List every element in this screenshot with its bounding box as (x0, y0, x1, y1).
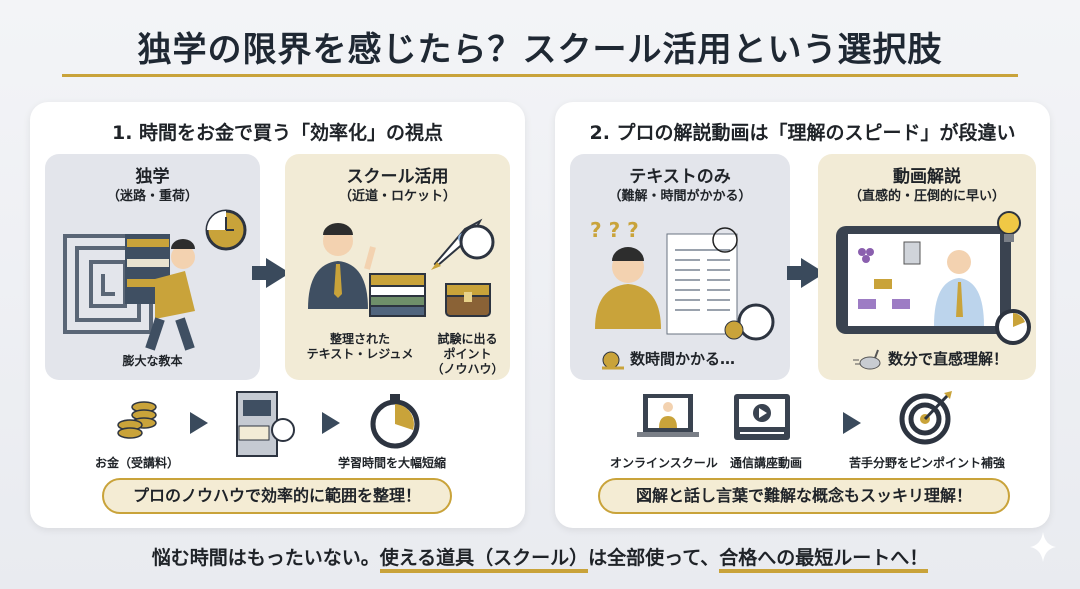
arrow-right-icon (843, 412, 861, 434)
teacher-icon (308, 223, 376, 309)
panel-subtitle: （迷路・重荷） (106, 189, 198, 204)
stopwatch-icon (370, 394, 420, 449)
footer-message: 悩む時間はもったいない。使える道具（スクール）は全部使って、合格への最短ルートへ… (0, 543, 1080, 573)
rabbit-icon (853, 349, 881, 370)
tablet-video-icon (836, 226, 1011, 334)
panel-subtitle: （直感的・圧倒的に早い） (848, 189, 1005, 204)
snail-icon (602, 351, 624, 370)
time-shortened-label: 学習時間を大幅短縮 (338, 456, 447, 470)
target-icon (899, 391, 952, 445)
exam-points-caption: 試験に出る ポイント （ノウハウ） (431, 332, 504, 376)
stopwatch-icon (995, 309, 1031, 345)
coins-icon (117, 401, 157, 439)
text-only-panel: テキストのみ （難解・時間がかかる） ? ? ? 数時間かかる… (570, 154, 790, 380)
huge-textbooks-caption: 膨大な教本 (122, 354, 183, 368)
video-player-icon (734, 394, 790, 440)
school-panel: スクール活用 （近道・ロケット） 整理された テキスト・レジュメ 試験に出る ポ… (285, 154, 510, 380)
panel-title: テキストのみ (629, 167, 731, 187)
arrow-right-icon (190, 412, 208, 434)
arrow-shaft (252, 266, 268, 280)
weak-area-label: 苦手分野をピンポイント補強 (849, 456, 1006, 470)
section-efficiency-card: 1. 時間をお金で買う「効率化」の視点 独学 （迷路・重荷） 膨大な教本 スクー… (30, 102, 525, 528)
panel-title: スクール活用 (346, 167, 449, 187)
title-underline (62, 74, 1018, 77)
section-heading: 1. 時間をお金で買う「効率化」の視点 (111, 122, 444, 144)
svg-text:? ? ?: ? ? ? (590, 218, 639, 242)
document-icon (666, 227, 738, 335)
online-school-label: オンラインスクール (610, 456, 718, 470)
minutes-understanding-caption: 数分で直感理解！ (888, 350, 1009, 368)
section-video-card: 2. プロの解説動画は「理解のスピード」が段違い テキストのみ （難解・時間がか… (555, 102, 1050, 528)
panel-title: 独学 (135, 167, 170, 187)
rocket-icon (431, 218, 495, 270)
clock-icon (205, 209, 247, 251)
snail-clock-icon (724, 303, 775, 341)
arrow-shaft (787, 266, 803, 280)
footer-highlight: 使える道具（スクール） (379, 547, 589, 573)
money-label: お金（受講料） (95, 456, 180, 470)
video-callout: 図解と話し言葉で難解な概念もスッキリ理解！ (598, 478, 1010, 514)
panel-subtitle: （難解・時間がかかる） (608, 189, 752, 204)
page-title: 独学の限界を感じたら？スクール活用という選択肢 (137, 30, 943, 70)
confused-person-icon: ? ? ? (590, 218, 661, 329)
arrow-right-icon (322, 412, 340, 434)
books-stack-icon (369, 273, 426, 317)
laptop-online-icon (637, 394, 699, 437)
lightbulb-icon (997, 211, 1021, 242)
efficiency-callout: プロのノウハウで効率的に範囲を整理！ (102, 478, 452, 514)
takes-hours-caption: 数時間かかる… (630, 350, 736, 368)
video-panel: 動画解説 （直感的・圧倒的に早い） 数分で直感理解！ (818, 154, 1036, 380)
treasure-chest-icon (445, 283, 491, 317)
organized-text-caption: 整理された テキスト・レジュメ (306, 332, 414, 361)
section-heading: 2. プロの解説動画は「理解のスピード」が段違い (589, 122, 1016, 144)
self-study-panel: 独学 （迷路・重荷） 膨大な教本 (45, 154, 260, 380)
sparkle-icon (1030, 532, 1056, 562)
time-machine-icon (236, 391, 295, 457)
correspondence-video-label: 通信講座動画 (730, 456, 803, 470)
footer-highlight: 合格への最短ルートへ！ (719, 547, 929, 573)
footer-part: 悩む時間はもったいない。 (151, 547, 380, 569)
person-carrying-books-icon (125, 234, 195, 351)
panel-subtitle: （近道・ロケット） (338, 189, 456, 204)
panel-title: 動画解説 (893, 167, 961, 187)
footer-part: は全部使って、 (588, 547, 720, 569)
